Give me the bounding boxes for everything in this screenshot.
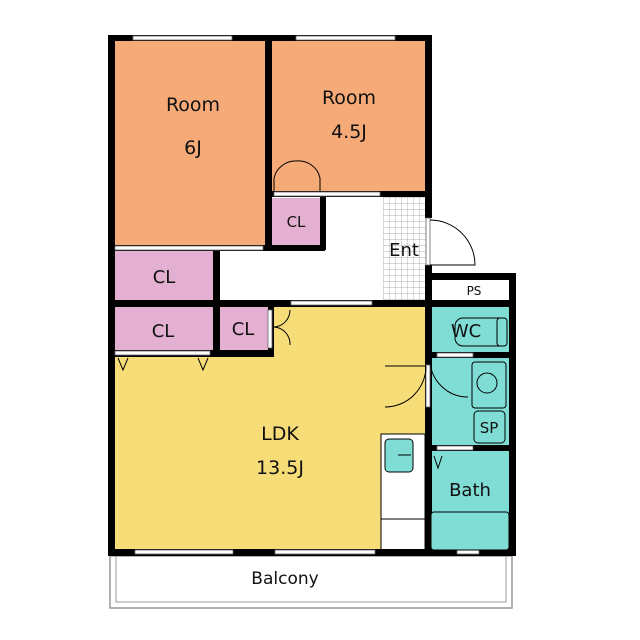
closet-label: CL xyxy=(153,267,176,288)
ldk-label: LDK xyxy=(261,423,299,445)
wc-label: WC xyxy=(451,321,481,342)
closet-label: CL xyxy=(232,319,255,340)
balcony-label: Balcony xyxy=(251,569,318,589)
balcony xyxy=(109,555,513,609)
room-6j-area xyxy=(112,38,268,248)
bath-label: Bath xyxy=(449,480,491,501)
room-4-5j-label: Room xyxy=(322,87,376,109)
ldk-size: 13.5J xyxy=(256,457,304,479)
bathtub-icon xyxy=(430,511,510,551)
entrance-tile xyxy=(383,196,426,302)
room-6j-size: 6J xyxy=(184,137,202,159)
sp-fixture xyxy=(473,410,506,444)
closet-area xyxy=(218,306,270,352)
room-4-5j-size: 4.5J xyxy=(331,121,367,143)
closet-label: CL xyxy=(152,321,175,342)
closet-area xyxy=(112,306,216,354)
windows xyxy=(114,35,480,555)
entrance-label: Ent xyxy=(389,240,419,261)
door-swings xyxy=(117,160,476,470)
room-4-5j-area xyxy=(268,38,428,196)
ps-area xyxy=(430,278,512,302)
closet-label: CL xyxy=(287,213,306,231)
room-6j-label: Room xyxy=(166,94,220,116)
closet-area xyxy=(112,250,216,302)
sp-label: SP xyxy=(480,419,499,437)
closet-area xyxy=(272,198,322,246)
ps-label: PS xyxy=(467,284,482,298)
